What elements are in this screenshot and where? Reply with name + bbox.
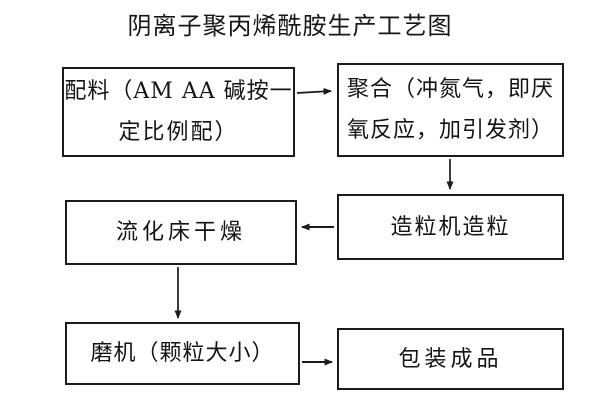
node-packaging: 包装成品 <box>337 328 564 390</box>
node-batching-line1: 配料（AM AA 碱按一 <box>64 79 293 104</box>
arrow-batching-to-polymerization-icon <box>296 87 332 95</box>
diagram-title: 阴离子聚丙烯酰胺生产工艺图 <box>127 12 453 40</box>
node-polymerization-line2: 氧反应，加引发剂） <box>346 118 554 143</box>
node-polymerization: 聚合（冲氮气，即厌 氧反应，加引发剂） <box>337 63 564 157</box>
node-fluidized-bed-drying: 流化床干燥 <box>65 200 297 265</box>
node-milling: 磨机（颗粒大小） <box>65 322 300 385</box>
node-packaging-label: 包装成品 <box>398 346 503 372</box>
node-granulation: 造粒机造粒 <box>337 194 564 260</box>
node-granulation-label: 造粒机造粒 <box>390 214 511 240</box>
node-fluidized-bed-drying-label: 流化床干燥 <box>115 220 246 245</box>
node-milling-label: 磨机（颗粒大小） <box>90 341 275 366</box>
node-batching: 配料（AM AA 碱按一 定比例配） <box>62 67 295 157</box>
node-batching-line2: 定比例配） <box>118 120 239 145</box>
node-polymerization-line1: 聚合（冲氮气，即厌 <box>346 77 554 102</box>
